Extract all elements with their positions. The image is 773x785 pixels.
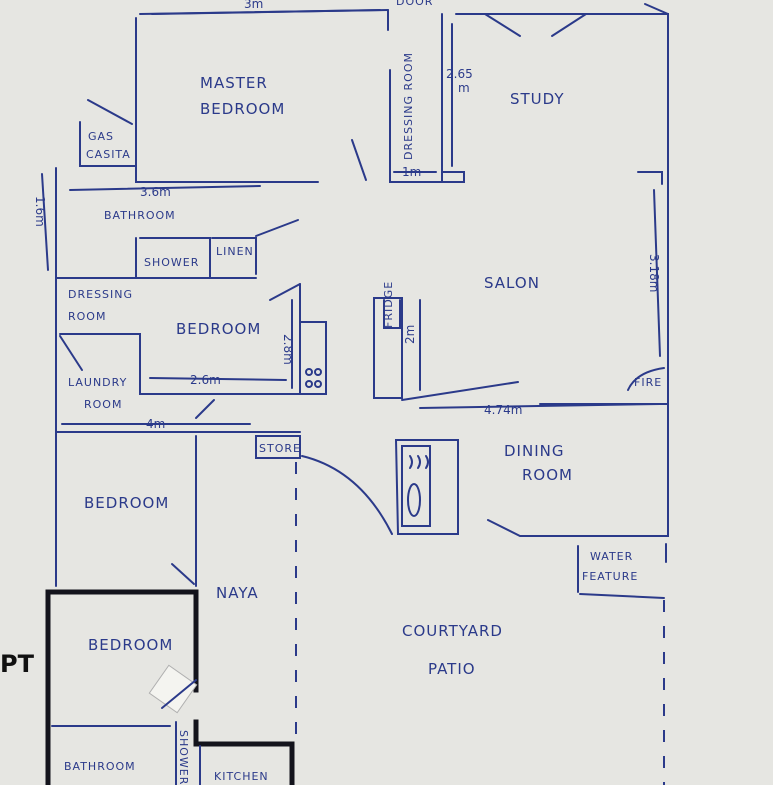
bedroom-apt-label: BEDROOM: [88, 636, 173, 654]
dim-laundry-width: 4m: [146, 417, 165, 431]
store-label: STORE: [259, 442, 301, 455]
bathroom-top-label: BATHROOM: [104, 209, 176, 222]
dim-salon-width: 4.74m: [484, 403, 522, 417]
courtyard-label: COURTYARD: [402, 622, 503, 640]
dashed-boundaries: [295, 462, 665, 785]
dressing-label-2: ROOM: [68, 310, 106, 323]
fireplace: [627, 367, 665, 391]
dim-dressing-width: 1m: [402, 165, 421, 179]
water-label-2: FEATURE: [582, 570, 638, 583]
laundry-label-2: ROOM: [84, 398, 122, 411]
stove-marks: [407, 455, 429, 517]
dressing-label-1: DRESSING: [68, 288, 133, 301]
dim-salon-height: 3.18m: [647, 254, 661, 292]
laundry-label-1: LAUNDRY: [68, 376, 127, 389]
water-label-1: WATER: [590, 550, 633, 563]
apartment-outline: [45, 589, 295, 785]
gas-label-1: GAS: [88, 130, 114, 143]
dressing-room-vertical-label: DRESSING ROOM: [402, 52, 415, 160]
salon-label: SALON: [484, 274, 540, 292]
dimension-lines: [41, 9, 661, 425]
shower-label: SHOWER: [144, 256, 199, 269]
apt-marker-label: PT: [0, 650, 35, 678]
bathroom-bottom-label: BATHROOM: [64, 760, 136, 773]
tape-piece: [148, 664, 198, 714]
dining-label-1: DINING: [504, 442, 564, 460]
linen-box: [211, 237, 257, 275]
bedroom-mid-wall: [59, 283, 301, 395]
dim-bedroom-height: 2.8m: [281, 334, 295, 365]
dim-bath-height: 1.6m: [33, 196, 47, 227]
dim-top-width: 3m: [244, 0, 263, 11]
dim-study-height: 2.65: [446, 67, 473, 81]
store-box: [255, 435, 301, 459]
stove-unit: [394, 439, 459, 535]
linen-label: LINEN: [216, 245, 254, 258]
study-label: STUDY: [510, 90, 565, 108]
door-label: DOOR: [396, 0, 433, 8]
dining-wall: [487, 403, 669, 537]
dining-label-2: ROOM: [522, 466, 573, 484]
dim-fridge-height: 2m: [403, 325, 417, 344]
patio-label: PATIO: [428, 660, 476, 678]
dim-bath-width: 3.6m: [140, 185, 171, 199]
door-arc: [301, 455, 393, 535]
kitchen-label: KITCHEN: [214, 770, 269, 783]
bedroom-lower-label: BEDROOM: [84, 494, 169, 512]
master-label-2: BEDROOM: [200, 100, 285, 118]
naya-label: NAYA: [216, 584, 259, 602]
fridge-unit: [373, 297, 403, 399]
master-bedroom-wall: [135, 17, 319, 183]
cupboard-marks: [305, 368, 322, 388]
shower-box: [139, 237, 211, 279]
dim-study-height-unit: m: [458, 81, 470, 95]
bedroom-mid-label: BEDROOM: [176, 320, 261, 338]
dressing-room-box: [389, 69, 465, 183]
shower-bottom-label: SHOWER: [177, 730, 190, 785]
master-label-1: MASTER: [200, 74, 268, 92]
gas-label-2: CASITA: [86, 148, 131, 161]
fire-label: FIRE: [634, 376, 662, 389]
cupboard-box: [299, 321, 327, 395]
fridge-label: FRIDGE: [382, 281, 395, 328]
gas-casita-box: [79, 121, 137, 167]
dim-bedroom-width: 2.6m: [190, 373, 221, 387]
